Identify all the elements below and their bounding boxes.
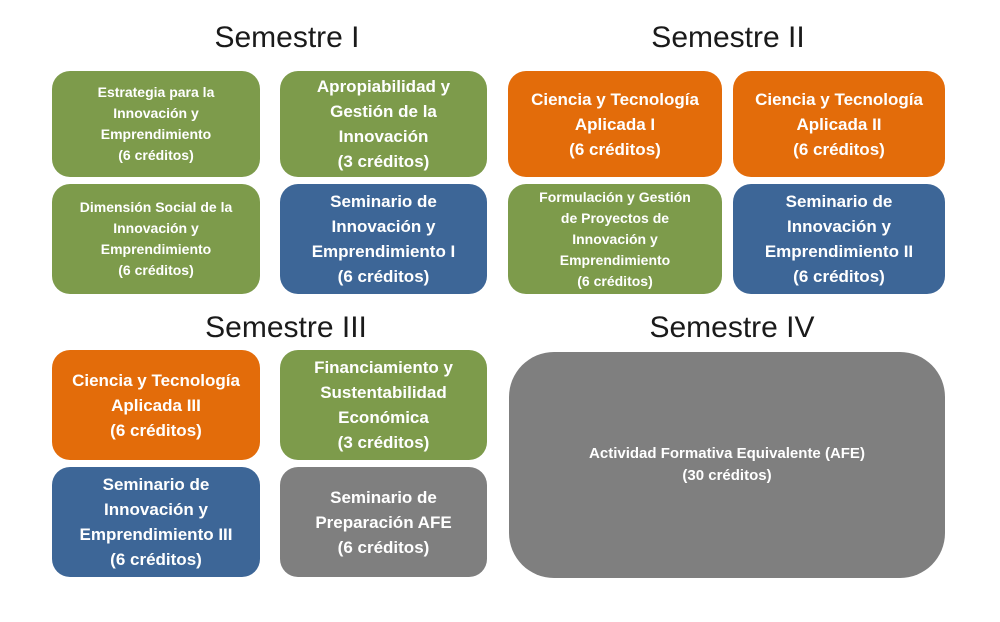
course-credits: (6 créditos): [110, 420, 202, 440]
course-box-s1-dimension-social: Dimensión Social de la Innovación y Empr…: [52, 184, 260, 294]
course-credits: (6 créditos): [118, 262, 194, 278]
course-name: Apropiabilidad y Gestión de la Innovació…: [316, 77, 451, 146]
semester-1-title: Semestre I: [214, 21, 360, 54]
course-box-s2-seminario-2: Seminario de Innovación y Emprendimiento…: [733, 184, 945, 294]
course-credits: (3 créditos): [337, 152, 430, 171]
course-name: Dimensión Social de la Innovación y Empr…: [79, 199, 233, 257]
course-credits: (6 créditos): [793, 267, 885, 286]
course-credits: (6 créditos): [569, 139, 661, 159]
semester-2-title: Semestre II: [651, 21, 805, 54]
course-name: Seminario de Innovación y Emprendimiento…: [79, 475, 233, 544]
course-box-s2-ciencia-2: Ciencia y Tecnología Aplicada II (6 créd…: [733, 71, 945, 177]
course-box-s1-estrategia: Estrategia para la Innovación y Emprendi…: [52, 71, 260, 177]
course-name: Ciencia y Tecnología Aplicada I: [531, 89, 699, 134]
course-box-s3-seminario-3: Seminario de Innovación y Emprendimiento…: [52, 467, 260, 577]
course-box-s1-seminario-1: Seminario de Innovación y Emprendimiento…: [280, 184, 487, 294]
semester-3-title: Semestre III: [205, 311, 367, 344]
course-box-s2-formulacion: Formulación y Gestión de Proyectos de In…: [508, 184, 722, 294]
course-name: Seminario de Preparación AFE: [315, 487, 452, 532]
course-credits: (6 créditos): [337, 267, 430, 286]
course-name: Actividad Formativa Equivalente (AFE): [589, 445, 865, 462]
semester-4-title: Semestre IV: [649, 311, 815, 344]
course-credits: (6 créditos): [118, 147, 194, 163]
course-box-s3-preparacion-afe: Seminario de Preparación AFE (6 créditos…: [280, 467, 487, 577]
course-box-s1-apropiabilidad: Apropiabilidad y Gestión de la Innovació…: [280, 71, 487, 177]
course-name: Financiamiento y Sustentabilidad Económi…: [314, 358, 453, 427]
course-name: Seminario de Innovación y Emprendimiento…: [311, 192, 456, 261]
course-credits: (6 créditos): [110, 550, 202, 569]
course-box-s4-afe: Actividad Formativa Equivalente (AFE) (3…: [509, 352, 945, 578]
course-credits: (30 créditos): [682, 467, 772, 484]
course-name: Formulación y Gestión de Proyectos de In…: [539, 188, 691, 268]
course-name: Estrategia para la Innovación y Emprendi…: [97, 84, 215, 142]
course-box-s3-financiamiento: Financiamiento y Sustentabilidad Económi…: [280, 350, 487, 460]
course-name: Ciencia y Tecnología Aplicada III: [72, 370, 240, 415]
course-box-s3-ciencia-3: Ciencia y Tecnología Aplicada III (6 cré…: [52, 350, 260, 460]
course-name: Seminario de Innovación y Emprendimiento…: [764, 192, 914, 261]
course-name: Ciencia y Tecnología Aplicada II: [755, 89, 923, 134]
course-credits: (3 créditos): [337, 433, 430, 452]
course-box-s2-ciencia-1: Ciencia y Tecnología Aplicada I (6 crédi…: [508, 71, 722, 177]
course-credits: (6 créditos): [337, 537, 430, 557]
course-credits: (6 créditos): [793, 139, 885, 159]
course-credits: (6 créditos): [577, 272, 653, 289]
